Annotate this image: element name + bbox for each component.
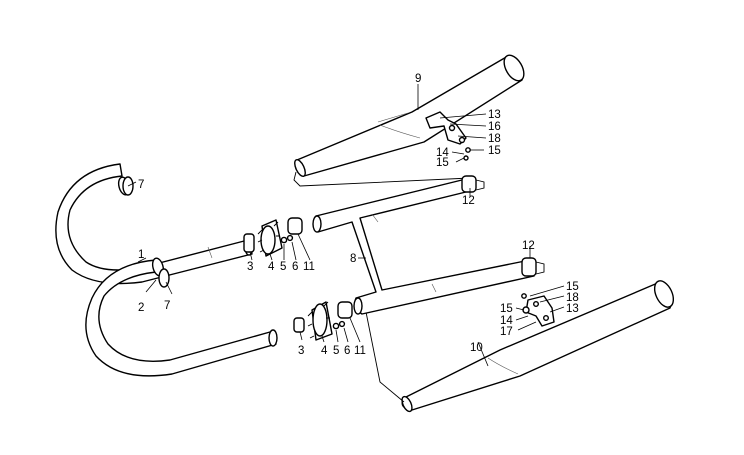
- label-6-lower: 6: [344, 345, 350, 357]
- lower-muffler: [363, 280, 675, 413]
- label-12-upper: 12: [462, 195, 475, 207]
- label-14-lower: 14: [500, 315, 513, 327]
- label-15-upper-right: 15: [488, 145, 501, 157]
- label-12-lower: 12: [522, 240, 535, 252]
- label-17: 17: [500, 326, 513, 338]
- label-18-upper: 18: [488, 133, 501, 145]
- label-5-lower: 5: [333, 345, 339, 357]
- label-6-upper: 6: [292, 261, 298, 273]
- label-15-lower-right: 15: [566, 281, 579, 293]
- lower-muffler-bracket: [521, 293, 555, 327]
- label-15-lower-left: 15: [500, 303, 513, 315]
- label-4-upper: 4: [268, 261, 275, 273]
- label-13-lower: 13: [566, 303, 579, 315]
- label-13-upper: 13: [488, 109, 501, 121]
- label-5-upper: 5: [280, 261, 286, 273]
- clamp-upper: [461, 175, 485, 193]
- label-3-lower: 3: [298, 345, 304, 357]
- lower-flange-set: [293, 301, 353, 341]
- label-9: 9: [415, 73, 421, 85]
- label-4-lower: 4: [321, 345, 328, 357]
- upper-muffler-bracket: [425, 111, 471, 161]
- label-18-lower: 18: [566, 292, 579, 304]
- label-14-upper: 14: [436, 147, 449, 159]
- label-10: 10: [470, 342, 483, 354]
- label-2: 2: [138, 302, 144, 314]
- upper-flange-set: [243, 217, 303, 257]
- label-8: 8: [350, 253, 356, 265]
- leader-lines: [127, 84, 565, 367]
- crossover-pipe: [312, 177, 535, 315]
- label-11-upper: 11: [303, 261, 315, 273]
- clamp-lower: [521, 257, 545, 277]
- label-1: 1: [138, 249, 144, 261]
- upper-muffler: [293, 54, 525, 187]
- label-7-lower: 7: [164, 300, 170, 312]
- label-3-upper: 3: [247, 261, 253, 273]
- lower-header-pipe: [85, 257, 278, 377]
- label-16: 16: [488, 121, 501, 133]
- part-labels: 1 2 7 7 3 4 5 6 11 3 4 5 6 11 8 9 10 12 …: [138, 73, 579, 357]
- label-15-upper-left: 15: [436, 157, 449, 169]
- label-7-upper: 7: [138, 179, 144, 191]
- label-11-lower: 11: [354, 345, 366, 357]
